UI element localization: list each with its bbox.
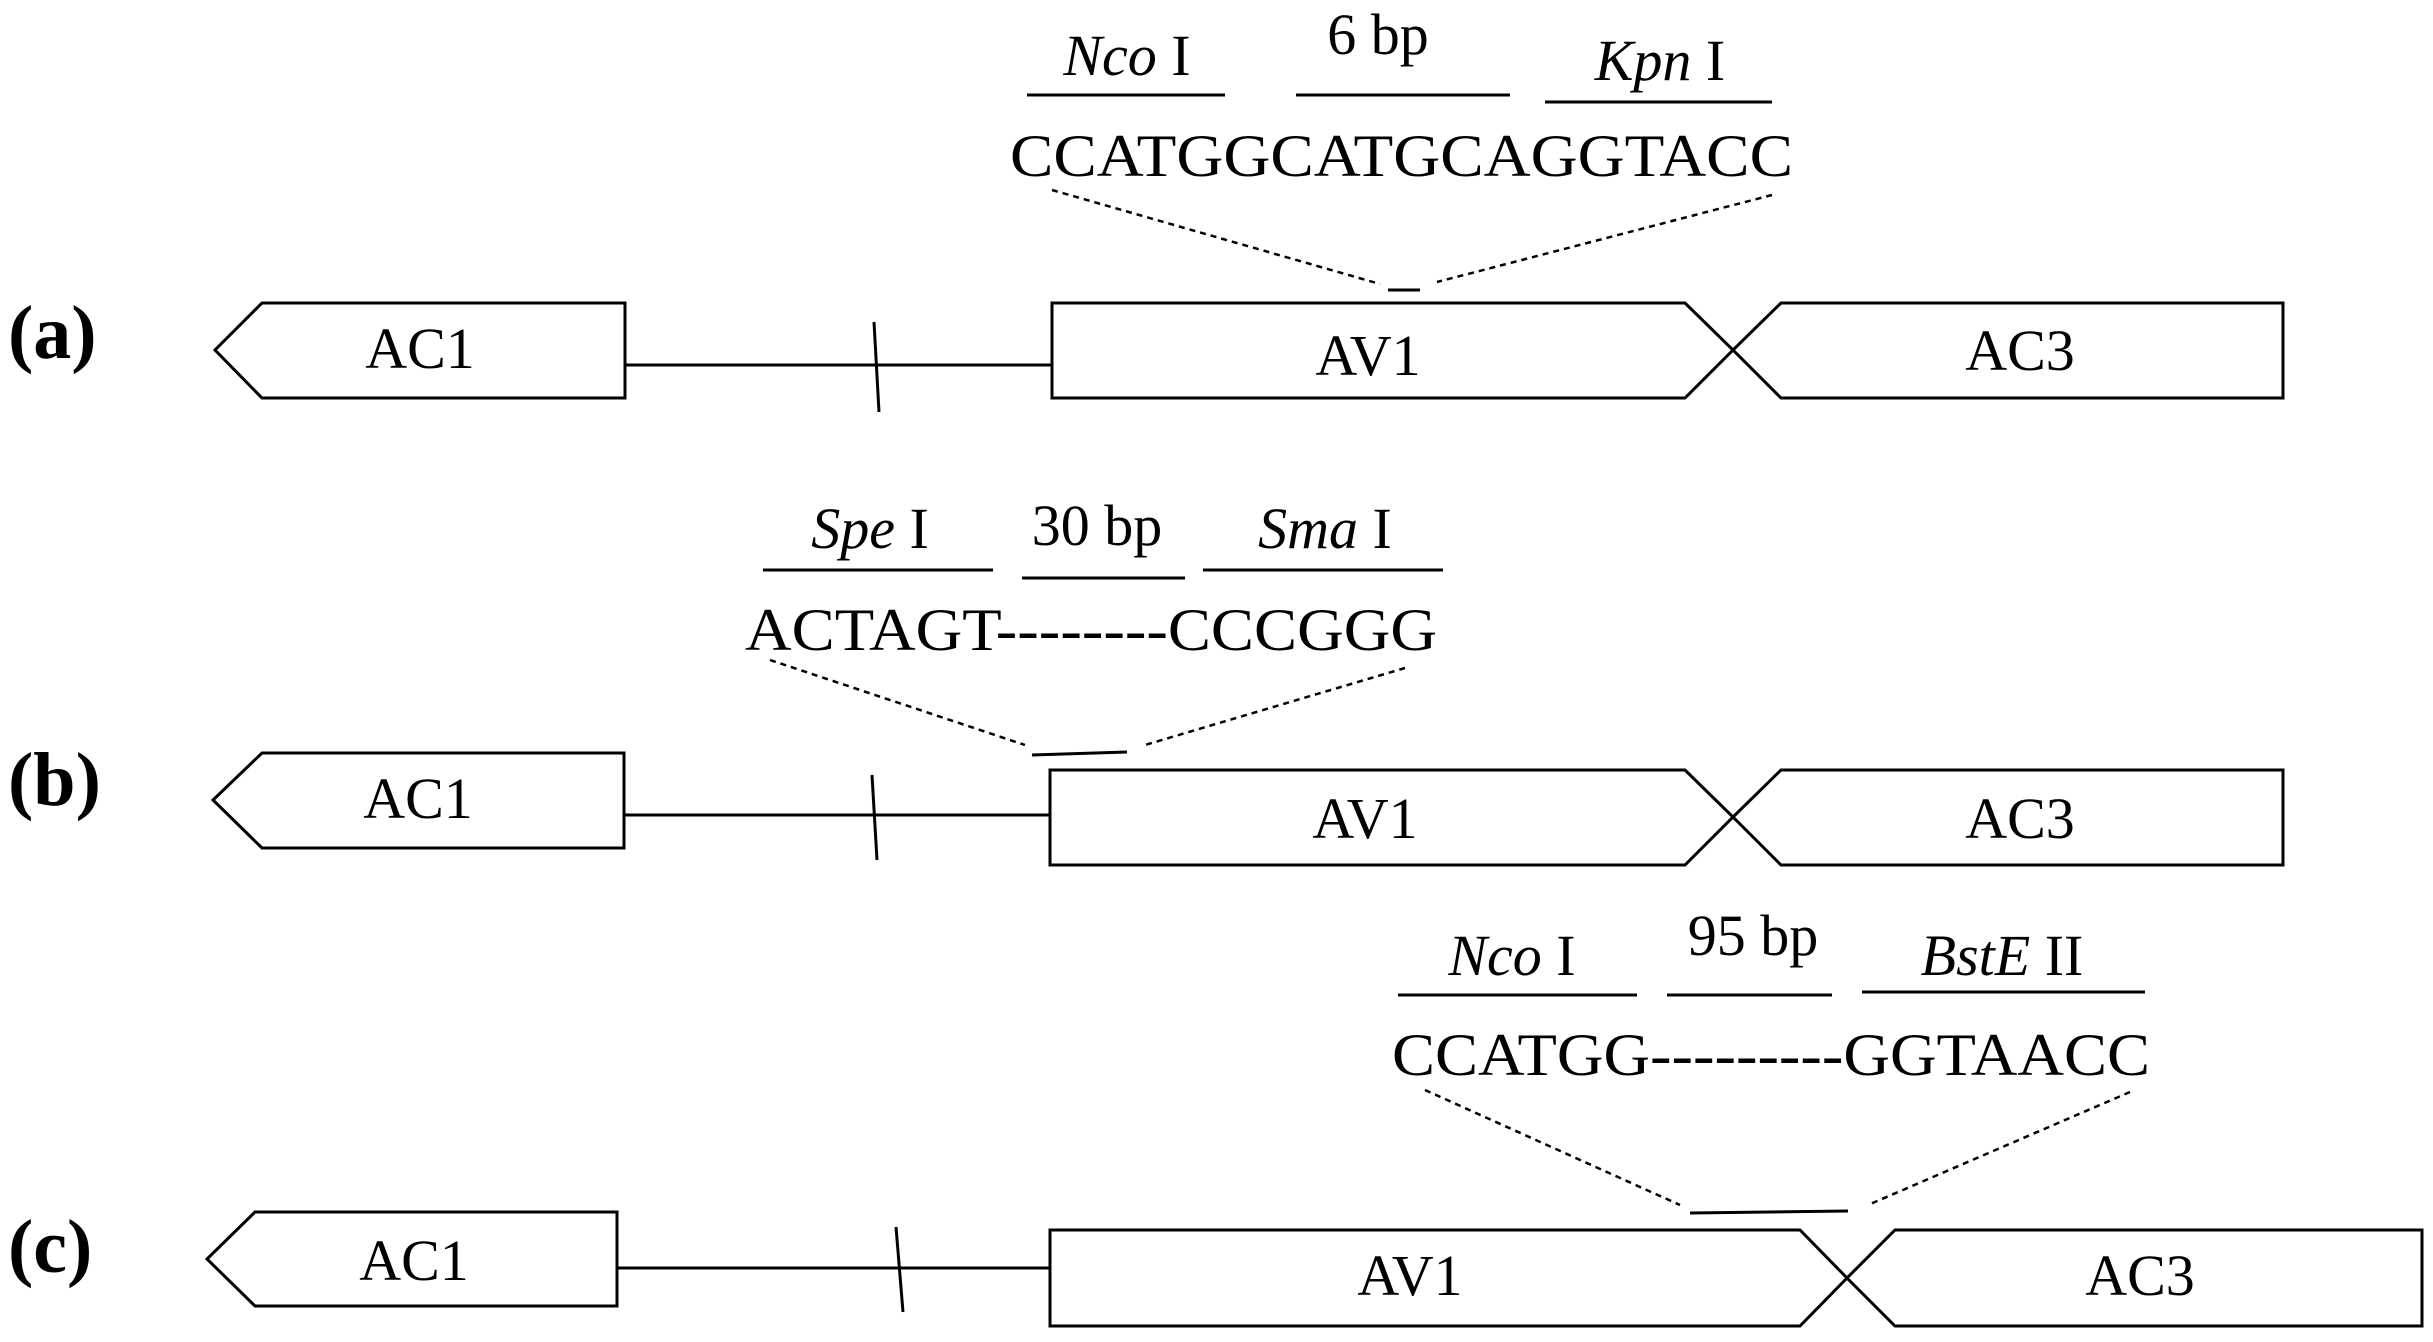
insert-dashed-guide-left — [1424, 1088, 1681, 1207]
gene-av1-arrow — [1050, 301, 1736, 400]
enzyme-right-label: Sma I — [1258, 496, 1392, 561]
gene-ac1-label: AC1 — [359, 1228, 469, 1293]
gene-ac1-label: AC1 — [363, 766, 473, 831]
intergenic-tick — [894, 1226, 905, 1313]
panel-label: (c) — [8, 1205, 92, 1289]
gene-ac3-label: AC3 — [1965, 786, 2075, 851]
gene-ac3-arrow — [1730, 768, 2285, 867]
gene-ac1-arrow — [210, 751, 626, 850]
enzyme-left-label: Nco I — [1447, 923, 1575, 988]
gene-av1-label: AV1 — [1315, 323, 1420, 388]
insertion-site-marker — [1031, 750, 1128, 757]
insert-dashed-guide-left — [1051, 188, 1381, 286]
gene-ac3-label: AC3 — [2085, 1243, 2195, 1308]
insert-dashed-guide-left — [769, 658, 1026, 747]
panel-b: (b) Spe I 30 bp Sma I ACTAGT--------CCCG… — [8, 493, 2285, 867]
panel-c: (c) Nco I 95 bp BstE II CCATGG---------G… — [8, 903, 2424, 1328]
enzyme-right-label: Kpn I — [1594, 28, 1726, 93]
insert-dashed-guide-right — [1436, 193, 1773, 284]
insert-dashed-guide-right — [1867, 1090, 2131, 1207]
insertion-site-marker — [1689, 1209, 1849, 1215]
insert-dashed-guide-right — [1144, 666, 1406, 747]
panel-label: (a) — [8, 291, 97, 375]
spacer-length-label: 95 bp — [1688, 903, 1819, 968]
panel-label: (b) — [8, 738, 101, 822]
gene-ac1-label: AC1 — [365, 316, 475, 381]
gene-ac1-arrow — [212, 301, 627, 400]
gene-av1-label: AV1 — [1357, 1243, 1462, 1308]
spacer-length-label: 6 bp — [1327, 2, 1429, 67]
insert-sequence: CCATGG---------GGTAACC — [1392, 1022, 2150, 1088]
gene-ac3-label: AC3 — [1965, 318, 2075, 383]
insert-sequence: ACTAGT--------CCCGGG — [745, 597, 1437, 663]
insert-sequence: CCATGGCATGCAGGTACC — [1010, 123, 1793, 189]
gene-ac3-arrow — [1844, 1228, 2424, 1328]
spacer-length-label: 30 bp — [1032, 493, 1163, 558]
enzyme-right-label: BstE II — [1921, 923, 2084, 988]
enzyme-left-label: Nco I — [1062, 23, 1190, 88]
gene-ac1-arrow — [204, 1210, 619, 1308]
intergenic-tick — [872, 321, 881, 413]
intergenic-tick — [870, 774, 879, 861]
gene-av1-arrow — [1048, 768, 1736, 867]
enzyme-left-label: Spe I — [811, 496, 929, 561]
gene-av1-arrow — [1048, 1228, 1850, 1328]
panel-a: (a) Nco I 6 bp Kpn I CCATGGCATGCAGGTACC … — [8, 2, 2285, 413]
gene-av1-label: AV1 — [1312, 786, 1417, 851]
gene-ac3-arrow — [1730, 301, 2285, 400]
